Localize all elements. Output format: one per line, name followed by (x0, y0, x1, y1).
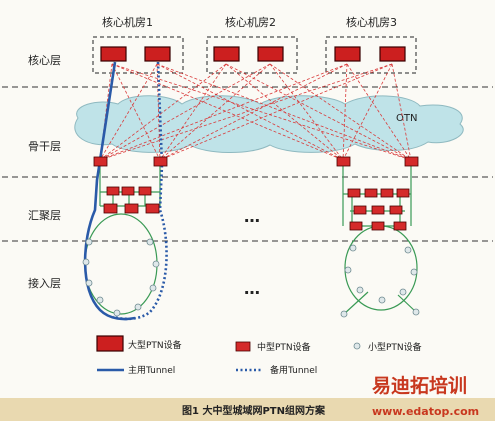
small-ptn-device (134, 303, 142, 311)
small-ptn-device (412, 308, 420, 316)
small-ptn-device (96, 296, 104, 304)
medium-ptn-device (380, 188, 394, 198)
medium-ptn-devices (93, 156, 419, 231)
core-room-2-box (206, 36, 298, 74)
large-ptn-device (334, 46, 361, 62)
small-ptn-device (340, 310, 348, 318)
core-rooms (92, 36, 417, 74)
small-ptn-device (146, 238, 154, 246)
access-branches-right (343, 291, 417, 315)
access-rings (84, 213, 418, 315)
legend-large-icon (96, 335, 124, 352)
large-ptn-device (257, 46, 284, 62)
small-ptn-device (85, 279, 93, 287)
medium-ptn-device (106, 186, 120, 196)
layer-label-access: 接入层 (28, 277, 61, 290)
medium-ptn-device (124, 203, 139, 214)
medium-ptn-device (364, 188, 378, 198)
large-ptn-device (213, 46, 240, 62)
legend-large-label: 大型PTN设备 (128, 339, 182, 351)
medium-ptn-device (396, 188, 410, 198)
small-ptn-device (399, 288, 407, 296)
medium-ptn-device (121, 186, 135, 196)
room-label-2: 核心机房2 (225, 15, 276, 29)
medium-ptn-device (336, 156, 351, 167)
room-label-1: 核心机房1 (102, 15, 153, 29)
large-ptn-device (100, 46, 127, 62)
medium-ptn-device (103, 203, 118, 214)
small-ptn-device (410, 268, 418, 276)
medium-ptn-device (371, 221, 385, 231)
small-ptn-device (378, 296, 386, 304)
small-ptn-device (349, 244, 357, 252)
medium-ptn-device (371, 205, 385, 215)
small-ptn-device (113, 309, 121, 317)
medium-ptn-device (145, 203, 160, 214)
watermark-url: www.edatop.com (372, 405, 479, 418)
medium-ptn-device (153, 156, 168, 167)
aggregation-links-left (99, 165, 161, 207)
small-ptn-device (152, 260, 160, 268)
core-room-1-box (92, 36, 184, 74)
legend-medium-label: 中型PTN设备 (257, 341, 311, 353)
access-ring-left (84, 213, 158, 315)
legend: 大型PTN设备 中型PTN设备 小型PTN设备 主用Tunnel 备用Tunne… (96, 335, 422, 376)
large-ptn-devices (100, 46, 406, 62)
small-ptn-device (404, 246, 412, 254)
small-ptn-device (82, 258, 90, 266)
medium-ptn-device (404, 156, 419, 167)
backup-tunnel (112, 61, 168, 321)
medium-ptn-device (353, 205, 367, 215)
small-ptn-device (149, 284, 157, 292)
legend-medium-icon (235, 341, 251, 352)
medium-ptn-device (93, 156, 108, 167)
mesh-links (99, 63, 412, 161)
medium-ptn-device (389, 205, 403, 215)
room-label-3: 核心机房3 (346, 15, 397, 29)
medium-ptn-device (393, 221, 407, 231)
layer-label-backbone: 骨干层 (28, 140, 61, 153)
otn-label: OTN (396, 113, 417, 124)
ellipsis-access: … (244, 279, 260, 298)
layer-label-core: 核心层 (28, 53, 61, 67)
small-ptn-device (85, 238, 93, 246)
watermark-cn: 易迪拓培训 (372, 374, 467, 397)
small-ptn-device (356, 286, 364, 294)
small-ptn-device (344, 266, 352, 274)
large-ptn-device (379, 46, 406, 62)
medium-ptn-device (138, 186, 152, 196)
layer-label-aggregation: 汇聚层 (28, 209, 61, 222)
small-ptn-devices (82, 238, 420, 318)
legend-small-icon (353, 342, 361, 350)
legend-small-label: 小型PTN设备 (368, 341, 422, 353)
medium-ptn-device (347, 188, 361, 198)
ellipsis-aggregation: … (244, 207, 260, 226)
large-ptn-device (144, 46, 171, 62)
legend-primary-label: 主用Tunnel (128, 364, 175, 376)
caption-strip (0, 398, 495, 421)
legend-backup-label: 备用Tunnel (270, 364, 317, 376)
layer-separators (2, 86, 493, 242)
medium-ptn-device (349, 221, 363, 231)
figure-caption: 图1 大中型城域网PTN组网方案 (182, 404, 326, 417)
